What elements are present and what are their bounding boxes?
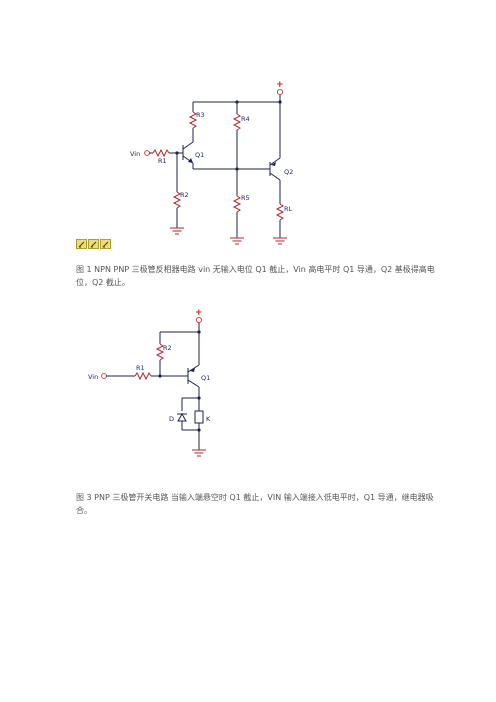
figure2-caption: 图 3 PNP 三极管开关电路 当输入端悬空时 Q1 截止，VIN 输入端接入低…: [76, 493, 434, 515]
fig1-power-terminal: [276, 88, 284, 96]
fig1-resistor-r1: [152, 148, 170, 158]
fig1-resistor-r2: [172, 191, 182, 209]
figure1-caption: 图 1 NPN PNP 三极管反相器电路 vin 无输入电位 Q1 截止，Vin…: [76, 265, 435, 287]
fig2-r1-label: R1: [136, 364, 145, 372]
edit-toolbar: [76, 239, 111, 249]
fig1-resistor-rl: [275, 203, 285, 221]
fig1-ground-2: [230, 237, 244, 245]
fig2-resistor-r2: [155, 343, 165, 361]
fig1-r3-label: R3: [196, 111, 205, 119]
fig2-relay-k: [194, 410, 204, 424]
edit-button-2[interactable]: [88, 239, 99, 249]
fig1-r5-label: R5: [241, 194, 250, 202]
fig1-r1-label: R1: [158, 157, 167, 165]
fig2-plus-label: +: [195, 308, 203, 318]
figure2-circuit: + R2 Vin R1 Q1 D: [88, 308, 211, 457]
fig1-ground-1: [170, 227, 184, 235]
fig2-vin-label: Vin: [88, 373, 98, 381]
fig1-rl-label: RL: [284, 205, 293, 213]
fig2-diode-d: [177, 412, 187, 422]
fig1-q2-emitter-arrow: [271, 162, 276, 166]
fig2-r2-label: R2: [163, 344, 172, 352]
fig2-q1-label: Q1: [201, 374, 210, 382]
fig1-q1-emitter-arrow: [188, 158, 193, 163]
fig2-vin-terminal: [101, 373, 107, 379]
fig1-q1-label: Q1: [195, 151, 204, 159]
fig1-plus-label: +: [276, 80, 284, 90]
fig1-ground-3: [273, 237, 287, 245]
fig2-d-label: D: [169, 415, 174, 423]
fig1-resistor-r3: [188, 111, 198, 129]
pen-icon: [102, 241, 109, 248]
fig2-q1-emitter-arrow: [190, 368, 195, 372]
fig1-vin-terminal: [144, 150, 150, 156]
fig1-q2-label: Q2: [284, 168, 293, 176]
pen-icon: [78, 241, 85, 248]
fig2-ground: [192, 449, 206, 457]
fig2-resistor-r1: [134, 371, 152, 381]
edit-button-3[interactable]: [100, 239, 111, 249]
fig2-k-label: K: [206, 415, 211, 423]
figure1-circuit: + R3 Q1 Vin R1 R2: [130, 80, 293, 245]
fig1-resistor-r4: [232, 113, 242, 131]
fig1-r4-label: R4: [241, 115, 250, 123]
fig1-vin-label: Vin: [130, 150, 140, 158]
edit-button-1[interactable]: [76, 239, 87, 249]
fig2-power-terminal: [195, 316, 203, 324]
fig1-r2-label: R2: [180, 191, 189, 199]
pen-icon: [90, 241, 97, 248]
fig1-resistor-r5: [232, 195, 242, 213]
